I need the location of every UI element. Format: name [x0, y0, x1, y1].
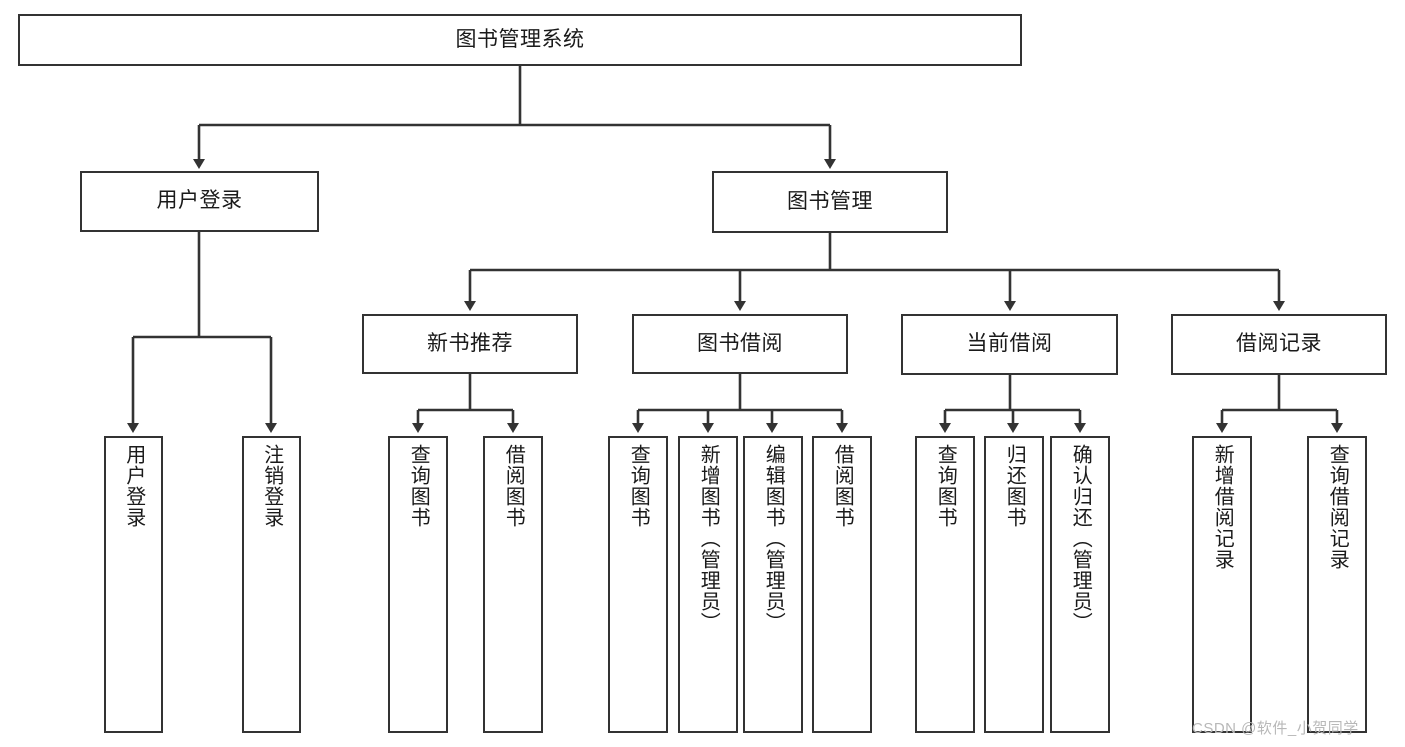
leaf-borrow-book-recommend[interactable]: 借阅图书: [483, 436, 543, 733]
node-root-book-management-system[interactable]: 图书管理系统: [18, 14, 1022, 66]
node-label: 图书管理系统: [455, 27, 585, 51]
node-label: 用户登录: [156, 189, 243, 213]
node-label: 借阅图书: [502, 444, 525, 528]
leaf-borrow-book[interactable]: 借阅图书: [812, 436, 872, 733]
node-label: 查询图书: [934, 444, 957, 528]
node-label: 新书推荐: [427, 331, 513, 355]
node-label: 图书借阅: [697, 331, 783, 355]
node-label: 用户登录: [122, 444, 145, 528]
node-label: 查询借阅记录: [1326, 444, 1349, 570]
leaf-add-book-admin[interactable]: 新增图书（管理员）: [678, 436, 738, 733]
node-label: 当前借阅: [966, 332, 1053, 356]
node-label: 查询图书: [627, 444, 650, 528]
node-label: 编辑图书（管理员）: [762, 444, 785, 633]
leaf-confirm-return-admin[interactable]: 确认归还（管理员）: [1050, 436, 1110, 733]
node-label: 新增借阅记录: [1211, 444, 1234, 570]
node-user-login[interactable]: 用户登录: [80, 171, 319, 232]
leaf-add-borrow-record[interactable]: 新增借阅记录: [1192, 436, 1252, 733]
leaf-query-book-current[interactable]: 查询图书: [915, 436, 975, 733]
node-label: 确认归还（管理员）: [1069, 444, 1092, 633]
node-label: 借阅记录: [1236, 332, 1322, 356]
leaf-user-login[interactable]: 用户登录: [104, 436, 163, 733]
node-book-borrow[interactable]: 图书借阅: [632, 314, 848, 374]
leaf-edit-book-admin[interactable]: 编辑图书（管理员）: [743, 436, 803, 733]
leaf-query-book-borrow[interactable]: 查询图书: [608, 436, 668, 733]
node-borrow-record[interactable]: 借阅记录: [1171, 314, 1387, 375]
node-label: 归还图书: [1003, 444, 1026, 528]
node-current-borrow[interactable]: 当前借阅: [901, 314, 1118, 375]
node-new-book-recommend[interactable]: 新书推荐: [362, 314, 578, 374]
leaf-query-borrow-record[interactable]: 查询借阅记录: [1307, 436, 1367, 733]
node-label: 图书管理: [787, 189, 873, 213]
leaf-return-book[interactable]: 归还图书: [984, 436, 1044, 733]
node-label: 注销登录: [260, 444, 283, 528]
leaf-logout[interactable]: 注销登录: [242, 436, 301, 733]
node-label: 借阅图书: [831, 444, 854, 528]
leaf-query-book-recommend[interactable]: 查询图书: [388, 436, 448, 733]
csdn-watermark: CSDN @软件_小贺同学: [1192, 720, 1359, 737]
node-label: 新增图书（管理员）: [697, 444, 720, 633]
node-label: 查询图书: [407, 444, 430, 528]
node-book-management[interactable]: 图书管理: [712, 171, 948, 233]
